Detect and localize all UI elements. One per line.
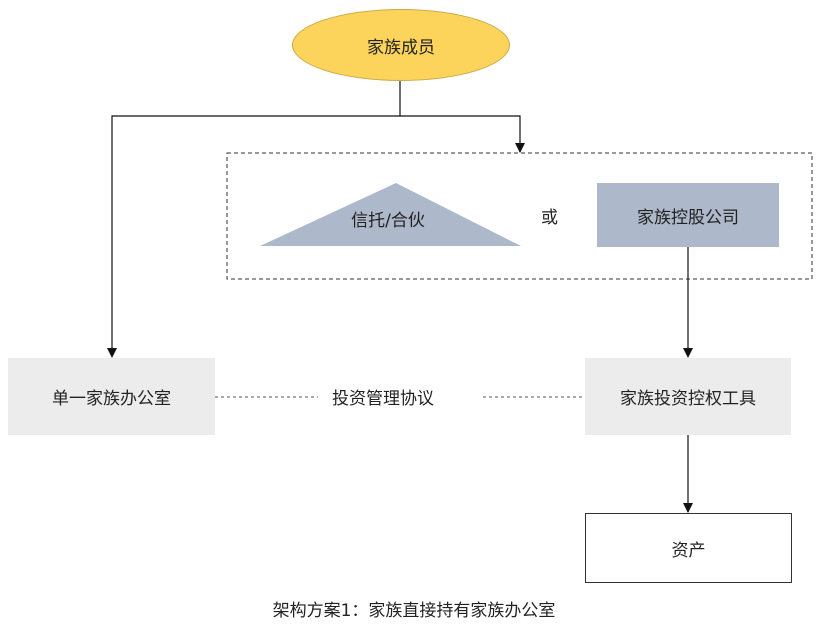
holding-company-node: 家族控股公司 xyxy=(597,183,779,247)
trust-triangle-shape xyxy=(260,183,521,246)
investment-control-tool-label: 家族投资控权工具 xyxy=(620,389,756,409)
holding-company-label: 家族控股公司 xyxy=(637,207,739,228)
investment-agreement-label: 投资管理协议 xyxy=(332,389,434,409)
family-members-node: 家族成员 xyxy=(292,9,510,81)
entity-group-frame xyxy=(226,152,813,280)
connector-to-single-office xyxy=(107,115,400,358)
diagram-caption: 架构方案1：家族直接持有家族办公室 xyxy=(272,601,556,621)
connector-to-entity-group xyxy=(400,115,525,153)
or-label: 或 xyxy=(541,208,558,228)
assets-label: 资产 xyxy=(671,540,706,561)
trust-partnership-label: 信托/合伙 xyxy=(351,211,425,231)
investment-control-tool-node: 家族投资控权工具 xyxy=(585,358,791,435)
assets-node: 资产 xyxy=(585,513,792,583)
single-family-office-node: 单一家族办公室 xyxy=(8,358,215,435)
family-members-label: 家族成员 xyxy=(367,37,435,58)
single-family-office-label: 单一家族办公室 xyxy=(52,389,171,409)
